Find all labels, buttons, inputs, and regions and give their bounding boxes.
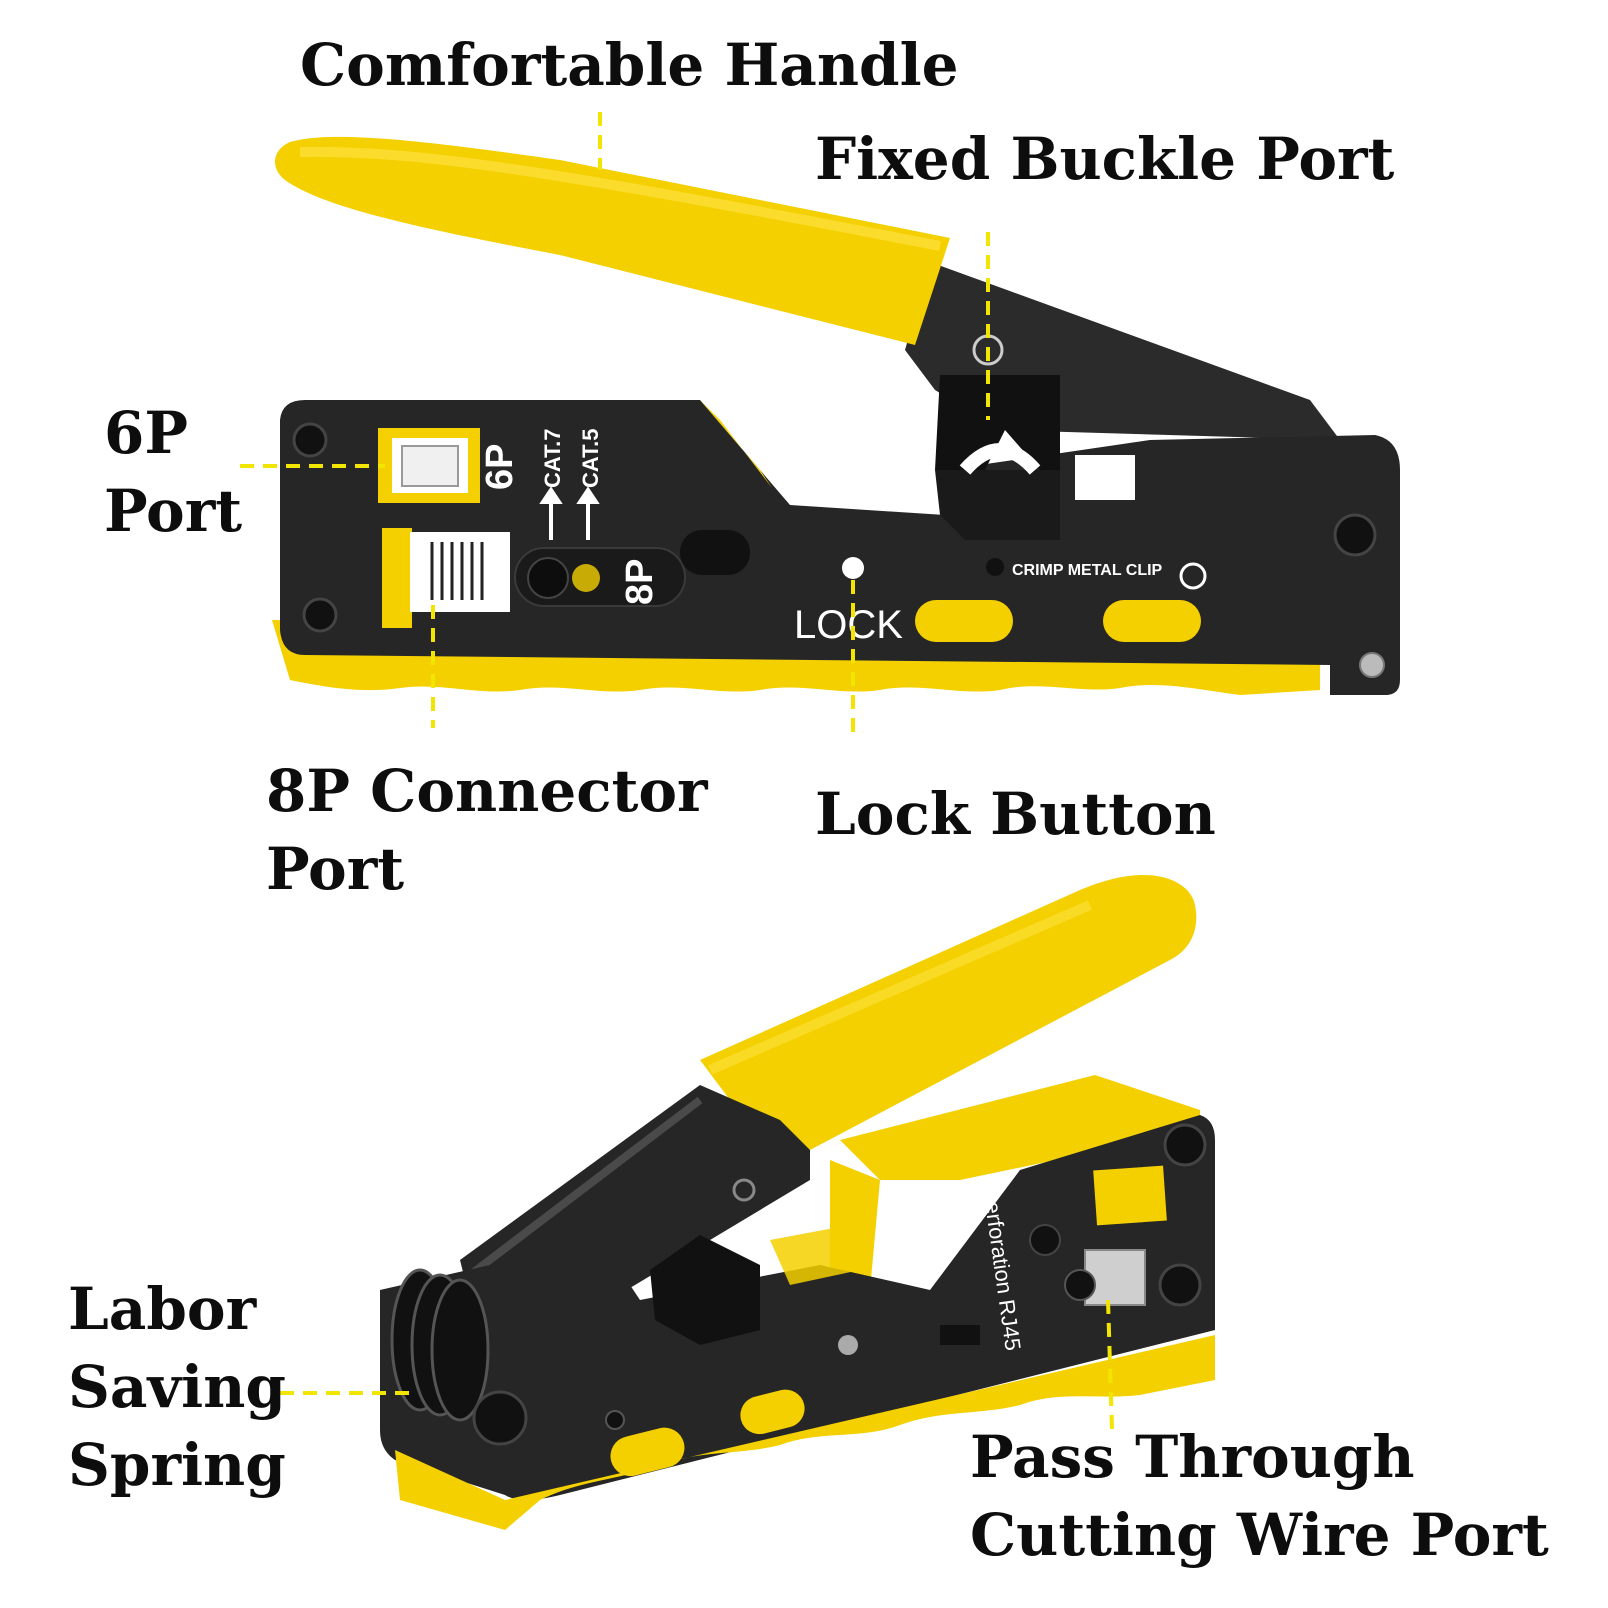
crimper-angled-view: Perforation RJ45 [380, 874, 1215, 1530]
label-labor-saving-spring-line1: Labor [68, 1275, 257, 1343]
marking-crimp-metal-clip: CRIMP METAL CLIP [1012, 562, 1163, 579]
marking-6p: 6P [479, 444, 521, 490]
label-pass-through-line2: Cutting Wire Port [970, 1501, 1549, 1569]
label-lock-button: Lock Button [815, 780, 1216, 848]
label-pass-through-line1: Pass Through [970, 1423, 1415, 1491]
label-pass-through-cutting-wire-port: Pass Through Cutting Wire Port [970, 1418, 1549, 1574]
label-6p-port-line1: 6P [104, 399, 188, 467]
handle-grip [274, 136, 950, 345]
label-labor-saving-spring: Labor Saving Spring [68, 1270, 286, 1504]
label-labor-saving-spring-line2: Saving [68, 1353, 286, 1421]
angled-handle-grip [700, 874, 1197, 1150]
label-labor-saving-spring-line3: Spring [68, 1431, 286, 1499]
crimper-top-view: 6P CAT.7 CAT.5 8P CRIMP METAL CLIP LOCK [272, 136, 1400, 695]
label-8p-connector-port: 8P Connector Port [266, 752, 708, 908]
label-6p-port: 6P Port [104, 394, 242, 550]
label-comfortable-handle: Comfortable Handle [300, 31, 959, 99]
marking-cat7: CAT.7 [540, 429, 565, 489]
label-8p-connector-port-line2: Port [266, 835, 405, 903]
label-8p-connector-port-line1: 8P Connector [266, 757, 708, 825]
marking-8p: 8P [619, 559, 661, 605]
marking-cat5: CAT.5 [578, 429, 603, 489]
marking-lock: LOCK [794, 603, 903, 647]
label-6p-port-line2: Port [104, 477, 243, 545]
label-fixed-buckle-port: Fixed Buckle Port [815, 125, 1395, 193]
angled-body [380, 1115, 1215, 1500]
